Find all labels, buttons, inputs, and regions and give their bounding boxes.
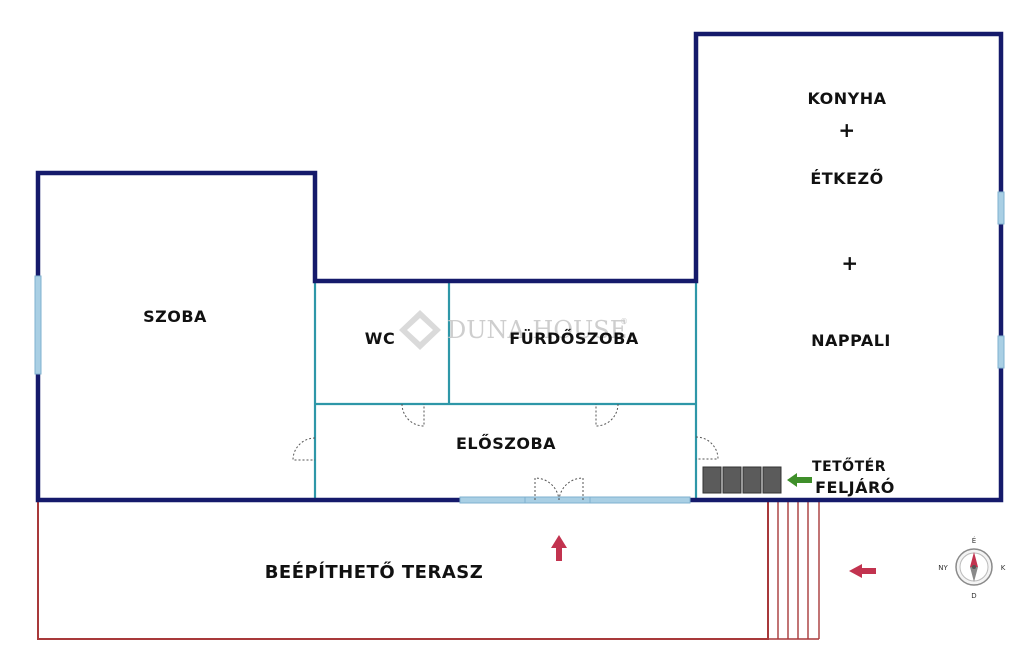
door-entrance-right — [558, 477, 584, 501]
room-label-szoba: SZOBA — [143, 307, 207, 326]
room-label-terasz: BEÉPÍTHETŐ TERASZ — [265, 561, 484, 583]
entrance-arrow-icon — [551, 535, 567, 561]
compass-south: D — [971, 592, 976, 600]
door-wc — [401, 403, 425, 427]
entrance-glass-wall — [459, 496, 691, 504]
door-szoba — [292, 437, 316, 461]
room-label-eloszoba: ELŐSZOBA — [456, 433, 556, 453]
watermark-text: DUNA HOUSE — [447, 316, 627, 344]
plus-sign-2: + — [841, 251, 858, 275]
room-label-nappali: NAPPALI — [811, 331, 891, 350]
door-furdoszoba — [595, 403, 619, 427]
room-label-konyha: KONYHA — [807, 89, 886, 108]
stairs-label-line2: FELJÁRÓ — [815, 478, 895, 497]
room-label-furdoszoba: FÜRDŐSZOBA — [509, 328, 639, 348]
terrace-stairs — [767, 502, 820, 640]
watermark: DUNA HOUSE ® — [399, 310, 628, 350]
door-entrance-left — [534, 477, 560, 501]
room-labels: SZOBA WC FÜRDŐSZOBA ELŐSZOBA KONYHA + ÉT… — [143, 89, 895, 583]
stairs-entry-arrow-icon — [849, 564, 876, 578]
window-szoba-west — [34, 275, 42, 375]
room-label-etkezo: ÉTKEZŐ — [810, 168, 883, 188]
window-nappali-east — [997, 335, 1005, 369]
compass-north: É — [972, 536, 976, 545]
window-konyha-east — [997, 191, 1005, 225]
windows — [34, 191, 1005, 375]
compass-east: K — [1001, 564, 1006, 572]
interior-walls — [313, 281, 698, 500]
door-nappali — [695, 436, 719, 460]
attic-stairs — [702, 466, 782, 494]
compass-west: NY — [938, 564, 948, 572]
door-swings — [292, 403, 719, 501]
stairs-arrow-icon — [787, 473, 812, 487]
room-label-wc: WC — [365, 329, 395, 348]
stairs-label-line1: TETŐTÉR — [812, 457, 886, 475]
watermark-mark: ® — [620, 317, 628, 326]
compass-icon: É D K NY — [938, 536, 1005, 600]
plus-sign-1: + — [838, 118, 855, 142]
watermark-logo-icon — [399, 310, 441, 350]
